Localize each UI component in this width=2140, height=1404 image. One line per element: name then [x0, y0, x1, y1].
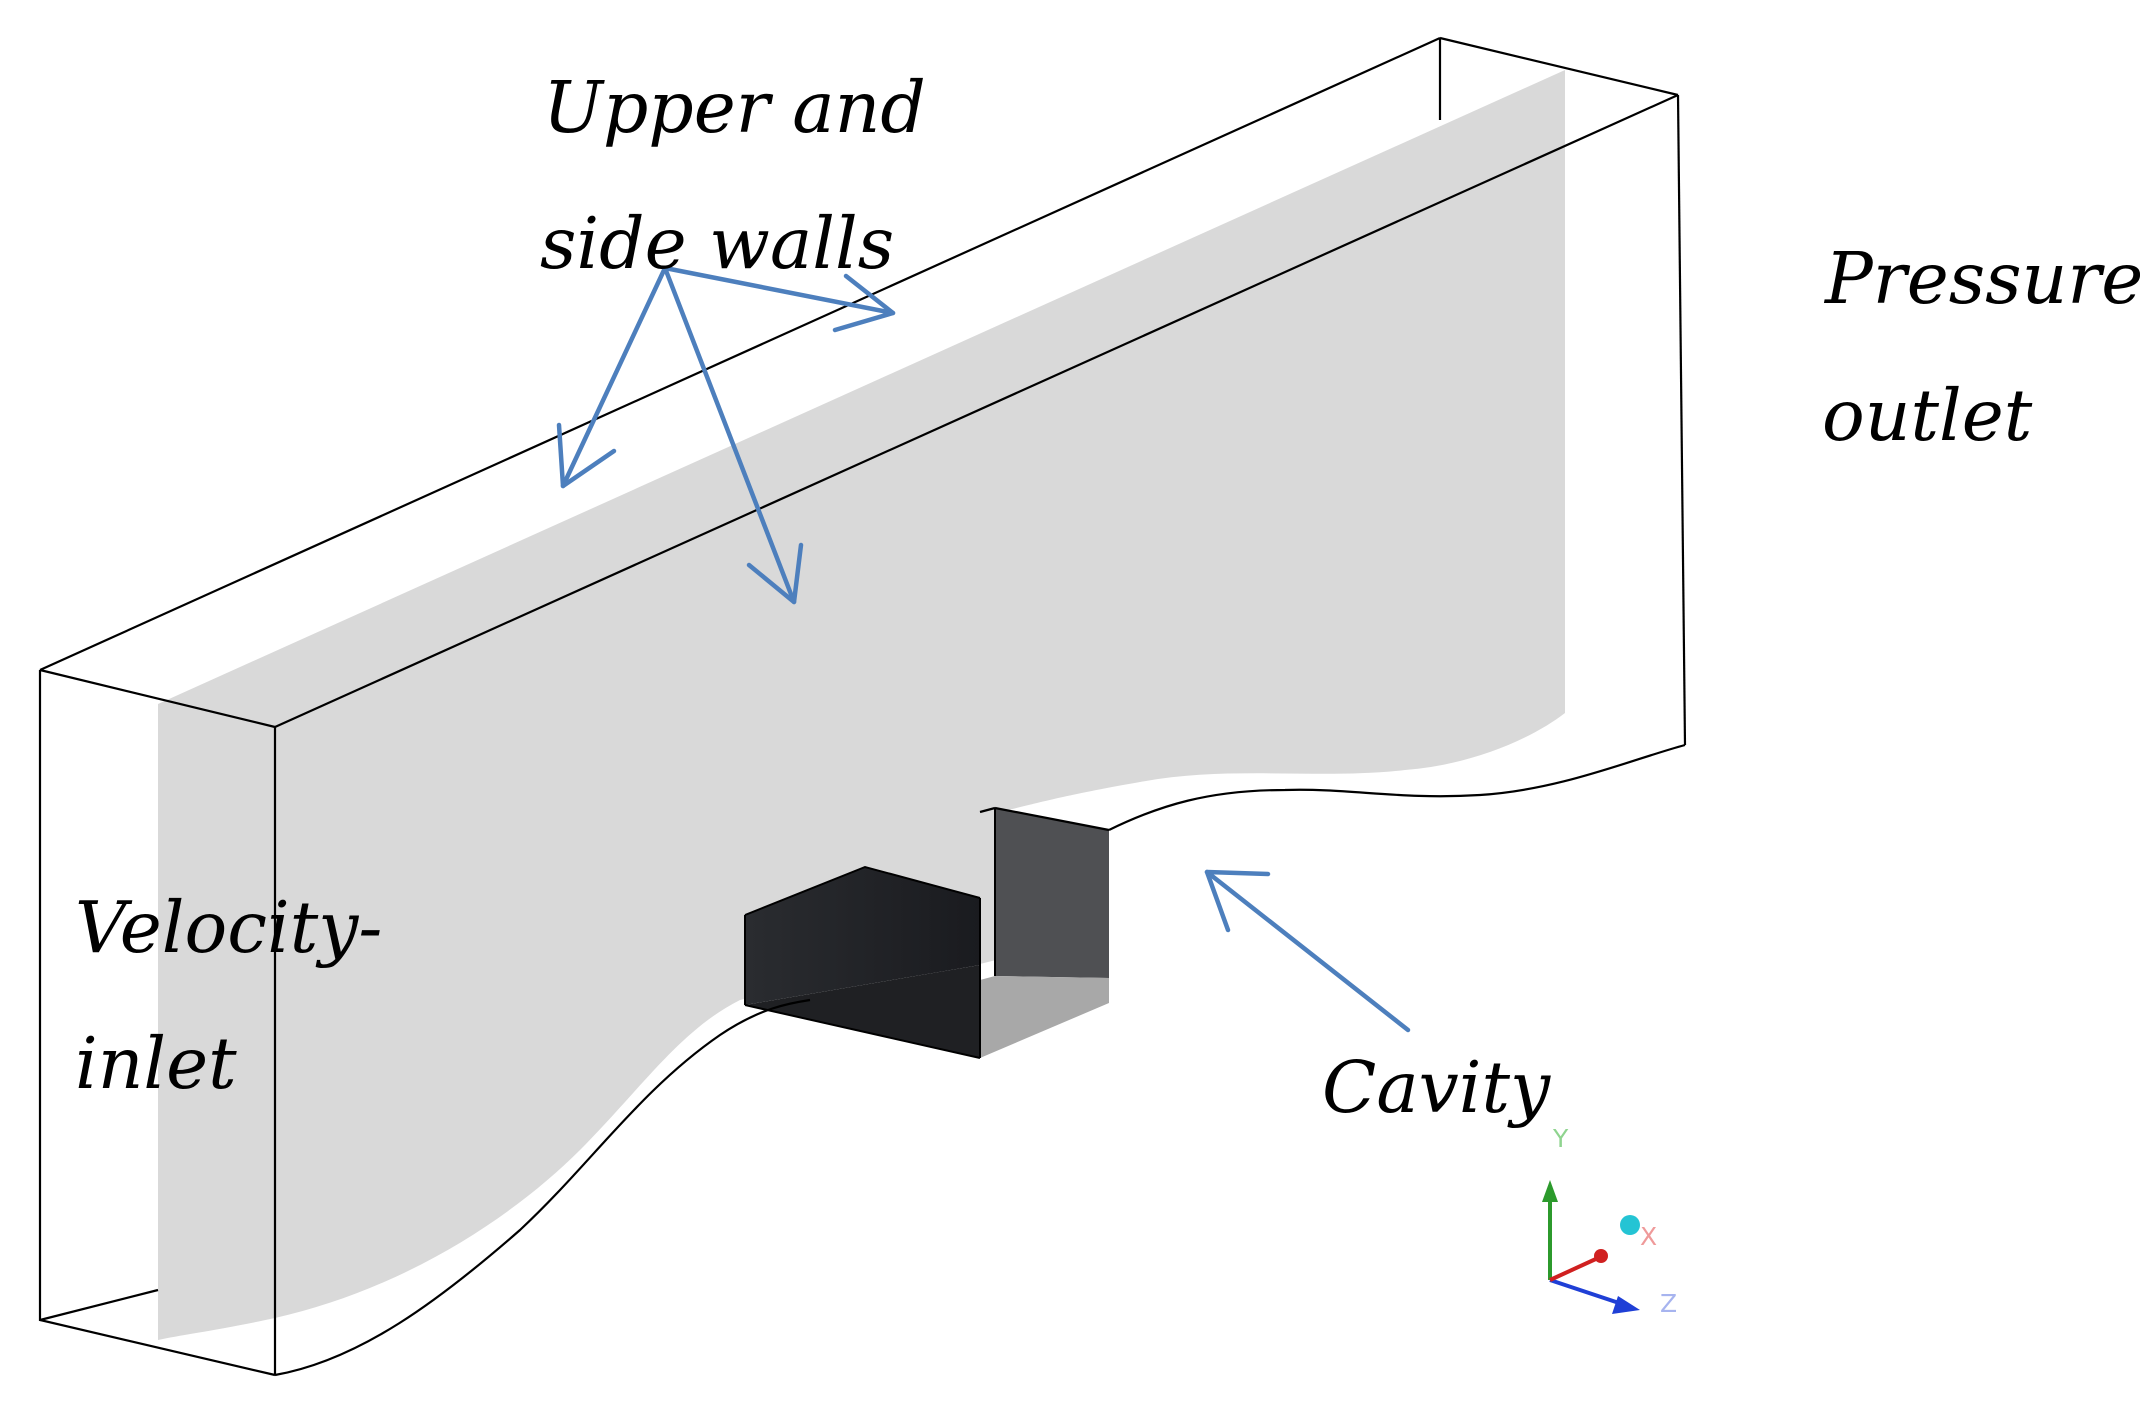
label-pressure-outlet-line1: Pressure- — [1823, 237, 2140, 320]
cavity-floor — [980, 976, 1109, 1058]
label-velocity-inlet-line1: Velocity- — [75, 886, 382, 969]
y-axis-label: Y — [1552, 1124, 1569, 1153]
x-axis-label: X — [1640, 1222, 1657, 1251]
z-axis-arrowhead — [1612, 1296, 1640, 1314]
z-axis-label: Z — [1660, 1289, 1677, 1318]
cavity-front-wall — [745, 965, 980, 1058]
label-pressure-outlet-line2: outlet — [1822, 374, 2033, 457]
cavity-edges — [744, 808, 996, 1059]
z-axis-line — [1549, 1278, 1626, 1307]
triad-sphere — [1620, 1215, 1640, 1235]
cavity-side-wall — [995, 808, 1109, 978]
channel-outline — [38, 36, 1687, 1377]
axis-triad: Y X Z — [1542, 1124, 1677, 1318]
label-velocity-inlet-line2: inlet — [75, 1022, 237, 1105]
cavity-arrow — [1204, 869, 1411, 1033]
cavity-back-wall — [745, 867, 980, 1005]
label-cavity: Cavity — [1322, 1046, 1551, 1129]
side-wall-surface — [158, 70, 1565, 1340]
y-axis-arrowhead — [1542, 1180, 1558, 1202]
x-axis-line — [1549, 1256, 1599, 1282]
label-upper-walls-line1: Upper and — [543, 66, 926, 149]
walls-arrows — [556, 265, 896, 605]
label-upper-walls-line2: side walls — [540, 202, 894, 285]
x-axis-tip — [1594, 1249, 1608, 1263]
